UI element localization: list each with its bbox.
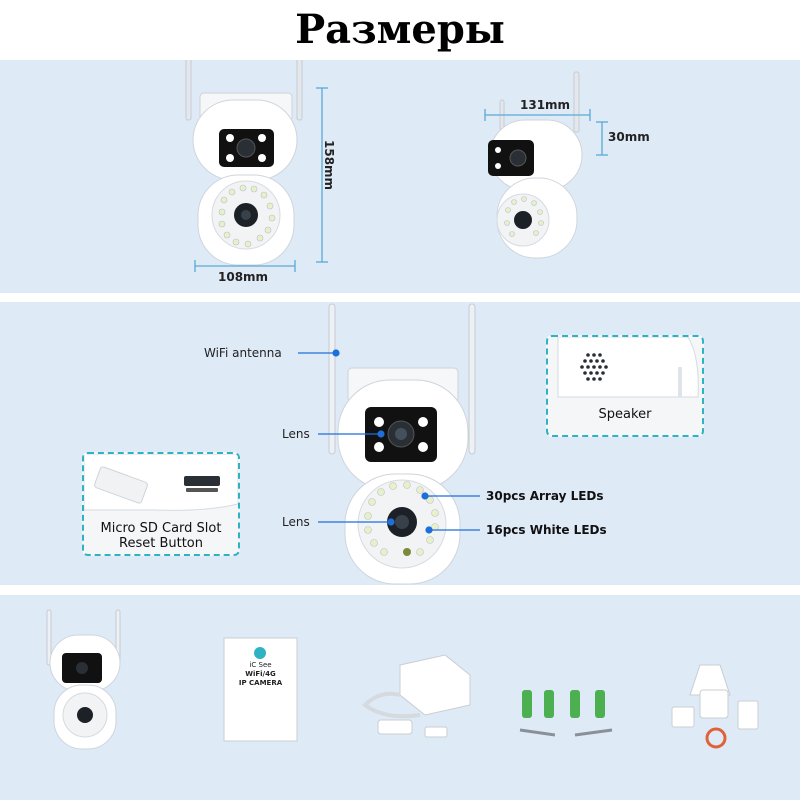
- sd-slot-label-line1: Micro SD Card Slot: [100, 521, 222, 536]
- cable-accessories: [671, 664, 759, 749]
- power-adapter: [361, 654, 471, 738]
- bottom-lens-label: Lens: [282, 515, 310, 529]
- dimensions-panel: 158mm 108mm 131mm 30mm: [0, 60, 800, 293]
- depth-dimension-label: 131mm: [520, 98, 571, 112]
- manual-line1: WiFi/4G: [245, 670, 276, 678]
- sd-slot-label: Micro SD Card Slot Reset Button: [84, 521, 238, 551]
- manual-booklet: [223, 637, 298, 742]
- dimensions-illustration: [185, 60, 608, 272]
- manual-line2: IP CAMERA: [238, 679, 283, 687]
- manual-text: iC See WiFi/4G IP CAMERA: [224, 661, 297, 688]
- array-leds-label: 30pcs Array LEDs: [486, 489, 604, 503]
- thickness-dimension-label: 30mm: [608, 130, 650, 144]
- speaker-inset: Speaker: [546, 335, 704, 437]
- wifi-antenna-label: WiFi antenna: [204, 346, 282, 360]
- camera-side-view: [488, 71, 583, 259]
- speaker-grille-illustration: [557, 337, 699, 398]
- top-lens-label: Lens: [282, 427, 310, 441]
- features-panel: WiFi antenna Lens Lens 30pcs Array LEDs …: [0, 302, 800, 585]
- speaker-label: Speaker: [598, 407, 652, 422]
- sd-slot-illustration: [84, 454, 238, 511]
- white-leds-label: 16pcs White LEDs: [486, 523, 607, 537]
- height-dimension-label: 158mm: [322, 140, 336, 191]
- mini-camera: [46, 609, 121, 750]
- width-dimension-label: 108mm: [218, 270, 269, 284]
- camera-front-view: [185, 60, 303, 266]
- package-contents-illustration: [46, 609, 759, 750]
- camera-features-view: [328, 303, 476, 585]
- wall-anchors: [519, 690, 613, 737]
- manual-brand: iC See: [249, 661, 272, 669]
- page-title: Размеры: [295, 6, 505, 53]
- sd-card-inset: Micro SD Card Slot Reset Button: [82, 452, 240, 556]
- sd-slot-label-line2: Reset Button: [119, 536, 203, 551]
- features-illustration: [298, 303, 480, 585]
- package-contents-panel: iC See WiFi/4G IP CAMERA: [0, 595, 800, 800]
